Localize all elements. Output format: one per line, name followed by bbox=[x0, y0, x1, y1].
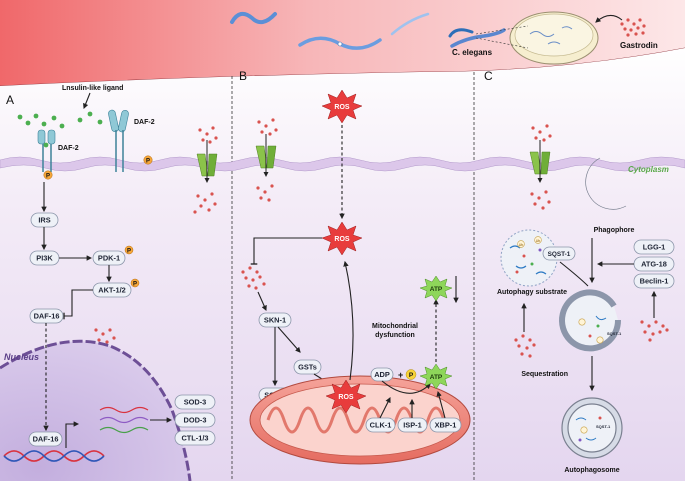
phospho-label-2: P bbox=[146, 159, 150, 165]
akt-label: AKT-1/2 bbox=[98, 286, 126, 295]
pdk1-phospho-label: P bbox=[127, 249, 131, 255]
phagophore-label: Phagophore bbox=[594, 227, 635, 234]
atp-top-label: ATP bbox=[430, 286, 443, 293]
cytoplasm-label: Cytoplasm bbox=[628, 165, 669, 174]
lgg1-node bbox=[633, 239, 675, 255]
xbp1-label: XBP-1 bbox=[435, 421, 457, 430]
petri-dish bbox=[509, 11, 599, 65]
phagophore-icon bbox=[585, 157, 627, 210]
gastrodin-dots-icon bbox=[620, 18, 646, 37]
cell-background bbox=[0, 48, 685, 481]
skn1-label: SKN-1 bbox=[264, 316, 286, 325]
akt-phospho-label: P bbox=[133, 282, 137, 288]
ros-mito-label: ROS bbox=[338, 394, 354, 401]
top-banner bbox=[0, 0, 685, 86]
sqst-inner-label-1: SQST-1 bbox=[607, 331, 622, 336]
organism-label: C. elegans bbox=[452, 48, 493, 57]
daf16-nuc-node bbox=[28, 431, 63, 447]
daf2-receptor-bound-icon bbox=[37, 129, 56, 172]
receptor1-label: DAF-2 bbox=[58, 145, 79, 152]
p-icon bbox=[405, 369, 417, 380]
atg18-label: ATG-18 bbox=[641, 260, 667, 269]
daf16-cyto-label: DAF-16 bbox=[34, 312, 60, 321]
akt-phospho-icon bbox=[130, 278, 140, 288]
autophagy-substrate-icon: Ub Ub bbox=[500, 229, 558, 287]
beclin1-label: Beclin-1 bbox=[640, 277, 669, 286]
ros-top-label: ROS bbox=[334, 104, 350, 111]
autophagosome-icon: SQST-1 bbox=[561, 397, 623, 459]
panel-letter-b: B bbox=[239, 69, 247, 83]
ub-label-2: Ub bbox=[519, 243, 524, 247]
dna-icon bbox=[3, 450, 105, 462]
target-label-3: CTL-1/3 bbox=[181, 434, 208, 443]
phospho-icon bbox=[43, 170, 53, 180]
substrate-label: Autophagy substrate bbox=[497, 289, 567, 296]
xbp1-node bbox=[429, 417, 462, 433]
worm-zoom-icon bbox=[448, 28, 474, 38]
phospho-label: P bbox=[46, 174, 50, 180]
target-node-3 bbox=[174, 430, 216, 446]
clk1-label: CLK-1 bbox=[370, 421, 392, 430]
gastrodin-dots-icon-b2 bbox=[241, 266, 266, 290]
atp-star-icon bbox=[419, 363, 453, 390]
gastrodin-channel-icon-c bbox=[529, 124, 552, 210]
nucleus-label: Nucleus bbox=[4, 352, 39, 362]
phospho-icon-2 bbox=[143, 155, 153, 165]
target-node-2 bbox=[174, 412, 216, 428]
panel-letter-a: A bbox=[6, 93, 14, 107]
sequestration-label: Sequestration bbox=[521, 371, 568, 378]
gastrodin-channel-icon-b bbox=[255, 118, 278, 202]
lgg1-label: LGG-1 bbox=[643, 243, 666, 252]
atp-label: ATP bbox=[430, 374, 443, 381]
sqst-inner-label-2: SQST-1 bbox=[596, 424, 611, 429]
gastrodin-dots-icon-c3 bbox=[514, 334, 536, 358]
autophagosome-label: Autophagosome bbox=[564, 467, 619, 474]
atp-top-star-icon bbox=[419, 275, 453, 302]
ligand-label: Lnsulin-like ligand bbox=[62, 85, 123, 92]
receptor2-label: DAF-2 bbox=[134, 119, 155, 126]
pi3k-label: PI3K bbox=[36, 254, 53, 263]
ros-mid-label: ROS bbox=[334, 236, 350, 243]
p-label: P bbox=[409, 372, 414, 379]
panel-letter-c: C bbox=[484, 69, 493, 83]
sqst1-node bbox=[542, 246, 576, 261]
adp-label: ADP bbox=[374, 370, 390, 379]
target-label-1: SOD-3 bbox=[184, 398, 207, 407]
ligand-dots-icon bbox=[17, 111, 103, 129]
mrna-icon bbox=[99, 406, 149, 434]
isolation-membrane-icon: SQST-1 bbox=[559, 289, 622, 352]
ros-star-icon-mito bbox=[325, 379, 367, 414]
gastrodin-dots-icon-c2 bbox=[640, 320, 669, 342]
ros-star-icon-top bbox=[321, 89, 363, 124]
beclin1-node bbox=[633, 273, 675, 289]
daf2-receptor-free-icon bbox=[108, 109, 129, 172]
gsts-label: GSTs bbox=[298, 363, 317, 372]
daf16-nuc-label: DAF-16 bbox=[33, 435, 59, 444]
pdk1-phospho-icon bbox=[124, 245, 134, 255]
target-label-2: DOD-3 bbox=[184, 416, 207, 425]
compound-label: Gastrodin bbox=[620, 41, 658, 50]
ros-star-icon-mid bbox=[321, 221, 363, 256]
worm-icons bbox=[230, 11, 506, 50]
pdk1-label: PDK-1 bbox=[98, 254, 120, 263]
target-node-1 bbox=[174, 394, 216, 410]
sqst1-label: SQST-1 bbox=[548, 251, 571, 258]
ub-label-1: Ub bbox=[536, 239, 541, 243]
irs-label: IRS bbox=[38, 216, 50, 225]
isp1-label: ISP-1 bbox=[403, 421, 421, 430]
plus-label: + bbox=[398, 370, 403, 380]
gsts-node bbox=[293, 359, 322, 375]
gastrodin-channel-icon-a bbox=[193, 126, 218, 214]
